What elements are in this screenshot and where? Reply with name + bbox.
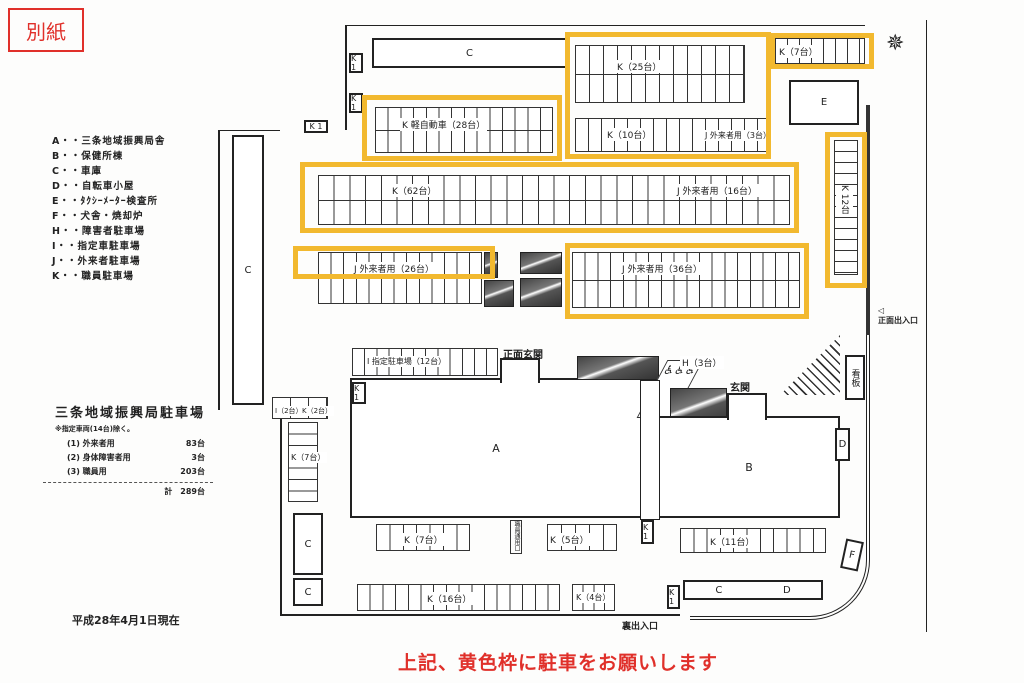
road-line: [866, 105, 870, 335]
summary-note: ※指定車両(14台)除く。: [55, 425, 134, 433]
garage-c-long: C: [232, 135, 264, 405]
ramp-hatch: [577, 356, 659, 380]
garage-c-top: C: [372, 38, 567, 68]
staff-exit: 職員通用口: [510, 520, 522, 554]
label-k4: K（4台）: [574, 592, 613, 603]
driveway-hatch: [484, 280, 514, 307]
legend-item: D・・自転車小屋: [52, 181, 135, 192]
legend-item: C・・車庫: [52, 166, 102, 177]
label-k25: K（25台）: [615, 60, 664, 73]
label-k7bot: K（7台）: [402, 533, 445, 546]
legend-item: B・・保健所棟: [52, 151, 124, 162]
yellow-zone: [565, 32, 771, 159]
summary-value: 83台: [185, 439, 205, 448]
boundary-line: [280, 410, 282, 615]
road-curve: [690, 330, 870, 620]
label-j36: J 外来者用（36台）: [620, 262, 704, 275]
legend-item: I・・指定車駐車場: [52, 241, 141, 252]
label-k7left: K（7台）: [289, 452, 328, 463]
summary-label: (3) 職員用: [67, 467, 107, 476]
building-b: B: [658, 416, 840, 518]
yellow-zone: [300, 162, 799, 233]
label-j3: J 外来者用（3台）: [703, 130, 773, 141]
k1-marker: K 1: [641, 520, 654, 544]
label-j16: J 外来者用（16台）: [675, 184, 759, 197]
yellow-zone: [293, 246, 495, 279]
label-k2: K（2台）: [300, 406, 335, 416]
legend-item: F・・犬舎・焼却炉: [52, 211, 144, 222]
label-k7top: K（7台）: [777, 45, 820, 58]
legend-item: A・・三条地域振興局舎: [52, 136, 166, 147]
k1-marker: K 1: [304, 120, 328, 133]
compass-icon: ✵: [886, 31, 905, 56]
parking-j-36: [572, 252, 800, 308]
parking-summary: 三条地域振興局駐車場 ※指定車両(14台)除く。 (1) 外来者用 83台 (2)…: [43, 402, 213, 497]
boundary-line: [218, 130, 220, 410]
driveway-hatch: [520, 278, 562, 307]
arrow-icon: ◁: [878, 306, 885, 315]
parking-k-62-j-16: [318, 175, 790, 225]
yellow-zone: [565, 243, 809, 319]
signboard: 看板: [845, 355, 865, 400]
road-line: [926, 20, 927, 632]
notice-text: 上記、黄色枠に駐車をお願いします: [398, 652, 719, 674]
front-gate-label: ◁正面出入口: [878, 306, 918, 325]
building-a: A: [350, 378, 642, 518]
yellow-zone: [362, 95, 562, 161]
legend-item: J・・外来者駐車場: [52, 256, 141, 267]
label-h3: H（3台）: [680, 356, 724, 369]
k1-marker: K 1: [667, 585, 680, 609]
connecting-corridor: [640, 380, 660, 520]
legend-item: H・・障害者駐車場: [52, 226, 145, 237]
k1-marker: K 1: [349, 53, 363, 73]
legend-item: K・・職員駐車場: [52, 271, 134, 282]
building-e: E: [789, 80, 859, 125]
bike-shed-d: D: [835, 428, 850, 461]
boundary-line: [345, 25, 347, 130]
summary-value: 3台: [191, 453, 205, 462]
label-kkei: K 軽自動車（28台）: [400, 118, 488, 131]
main-entrance-label: 正面玄関: [503, 350, 543, 361]
label-k62: K（62台）: [390, 184, 439, 197]
yellow-zone: [770, 33, 874, 69]
summary-label: (1) 外来者用: [67, 439, 115, 448]
back-gate-label: 裏出入口: [622, 622, 659, 632]
label-k11: K（11台）: [708, 535, 757, 548]
garage-c: C: [293, 578, 323, 606]
summary-total: 計 289台: [164, 487, 205, 496]
label-k5: K（5台）: [548, 533, 591, 546]
garage-c: C: [293, 513, 323, 575]
label-k16: K（16台）: [425, 592, 474, 605]
k1-marker: K 1: [352, 382, 366, 404]
driveway-hatch: [520, 252, 562, 274]
label-j26: J 外来者用（26台）: [352, 262, 436, 275]
summary-title: 三条地域振興局駐車場: [55, 406, 206, 421]
boundary-line: [280, 614, 680, 616]
attachment-tag: 別紙: [8, 8, 84, 52]
summary-value: 203台: [180, 467, 205, 476]
building-b-wing: [727, 393, 767, 420]
entrance-label: 玄関: [730, 383, 750, 394]
parking-k-12: [834, 140, 858, 275]
parking-k-25: [575, 45, 745, 103]
label-k10: K（10台）: [605, 128, 654, 141]
legend-item: E・・ﾀｸｼｰﾒｰﾀｰ検査所: [52, 196, 158, 207]
boundary-line: [218, 130, 280, 131]
k1-marker: K 1: [349, 93, 363, 113]
label-k12: K 12台: [836, 185, 853, 215]
boundary-line: [345, 25, 865, 26]
summary-label: (2) 身体障害者用: [67, 453, 131, 462]
label-i12: I 指定駐車場（12台）: [365, 356, 449, 367]
yellow-zone: [825, 132, 867, 288]
legend: A・・三条地域振興局舎 B・・保健所棟 C・・車庫 D・・自転車小屋 E・・ﾀｸ…: [52, 134, 165, 284]
label-i2: I（2台）: [273, 406, 305, 416]
date-label: 平成28年4月1日現在: [72, 614, 180, 627]
building-a-wing: [500, 358, 540, 383]
